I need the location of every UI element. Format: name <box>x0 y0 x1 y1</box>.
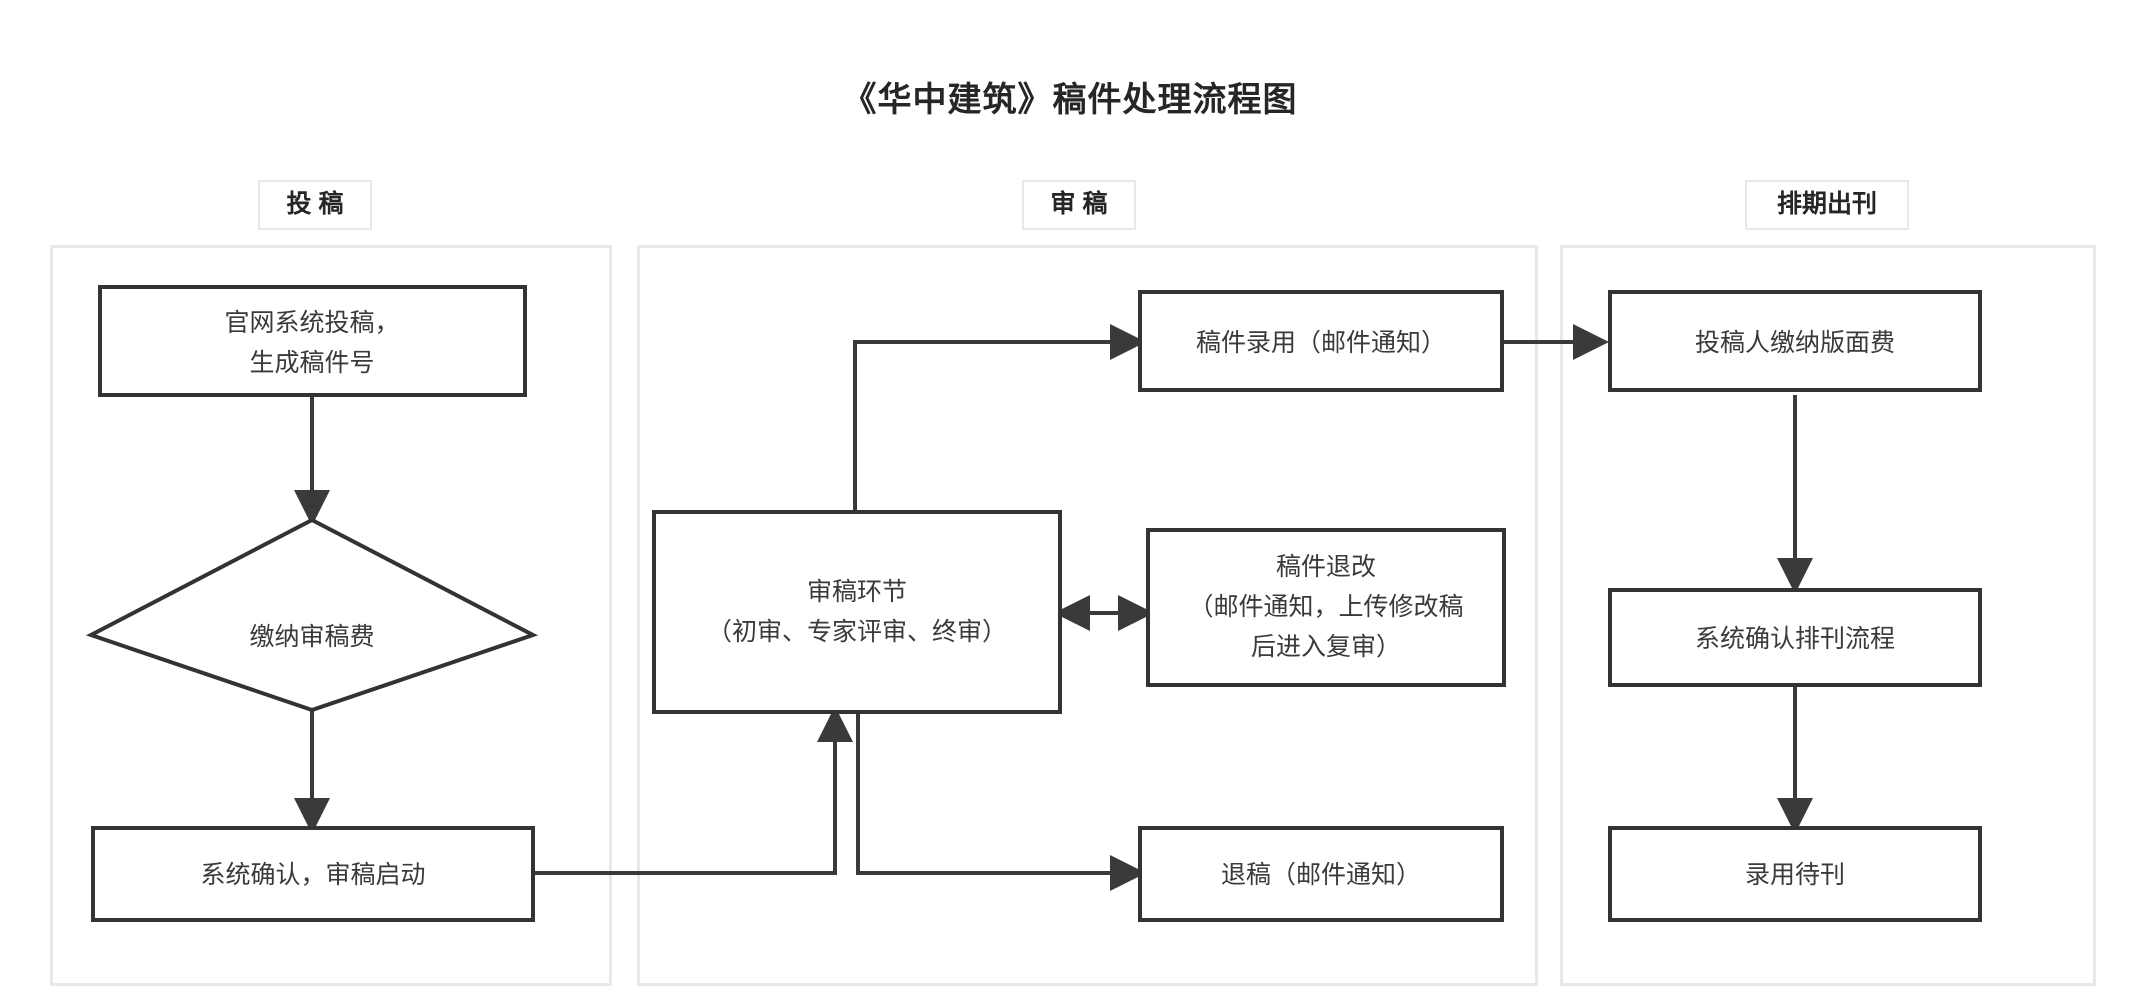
swimlane-label-scheduling: 排期出刊 <box>1745 180 1909 230</box>
page-title: 《华中建筑》稿件处理流程图 <box>842 81 1298 119</box>
node-manuscript-accepted-line-1: 稿件录用（邮件通知） <box>1196 329 1446 357</box>
node-manuscript-rejected-line-1: 退稿（邮件通知） <box>1221 861 1421 889</box>
node-manuscript-revision-line-1: 稿件退改 <box>1276 553 1376 581</box>
node-review-stage-line-1: 审稿环节 <box>807 578 907 606</box>
edge-confirm-to-review <box>533 706 853 875</box>
node-accepted-pending-publication-line-1: 录用待刊 <box>1745 861 1845 889</box>
swimlane-label-review: 审 稿 <box>1022 180 1136 230</box>
swimlane-panel-review <box>637 245 1538 986</box>
edge-review-to-rejected <box>856 712 1146 891</box>
node-author-pays-page-fee[interactable]: 投稿人缴纳版面费 <box>1608 290 1982 392</box>
node-manuscript-revision-line-3: 后进入复审） <box>1251 633 1401 661</box>
node-submit-online-line-1: 官网系统投稿， <box>224 309 399 337</box>
swimlane-label-submission: 投 稿 <box>258 180 372 230</box>
edge-review-to-accepted <box>853 324 1146 512</box>
node-system-confirm-scheduling[interactable]: 系统确认排刊流程 <box>1608 588 1982 687</box>
node-submit-online[interactable]: 官网系统投稿， 生成稿件号 <box>98 285 527 397</box>
node-system-confirm-scheduling-line-1: 系统确认排刊流程 <box>1695 625 1895 653</box>
node-submit-online-line-2: 生成稿件号 <box>249 349 374 377</box>
node-author-pays-page-fee-line-1: 投稿人缴纳版面费 <box>1695 329 1895 357</box>
node-pay-review-fee-line-1: 缴纳审稿费 <box>249 623 374 651</box>
node-manuscript-accepted[interactable]: 稿件录用（邮件通知） <box>1138 290 1504 392</box>
swimlane-panel-scheduling <box>1560 245 2096 986</box>
node-system-confirm-review-start[interactable]: 系统确认，审稿启动 <box>91 826 535 922</box>
node-accepted-pending-publication[interactable]: 录用待刊 <box>1608 826 1982 922</box>
node-manuscript-rejected[interactable]: 退稿（邮件通知） <box>1138 826 1504 922</box>
swimlane-panel-submission <box>50 245 612 986</box>
node-manuscript-revision[interactable]: 稿件退改 （邮件通知，上传修改稿 后进入复审） <box>1146 528 1506 687</box>
node-manuscript-revision-line-2: （邮件通知，上传修改稿 <box>1188 593 1463 621</box>
node-review-stage-line-2: （初审、专家评审、终审） <box>707 618 1007 646</box>
node-pay-review-fee[interactable]: 缴纳审稿费 <box>85 517 539 713</box>
node-system-confirm-review-start-line-1: 系统确认，审稿启动 <box>200 861 425 889</box>
node-review-stage[interactable]: 审稿环节 （初审、专家评审、终审） <box>652 510 1062 714</box>
